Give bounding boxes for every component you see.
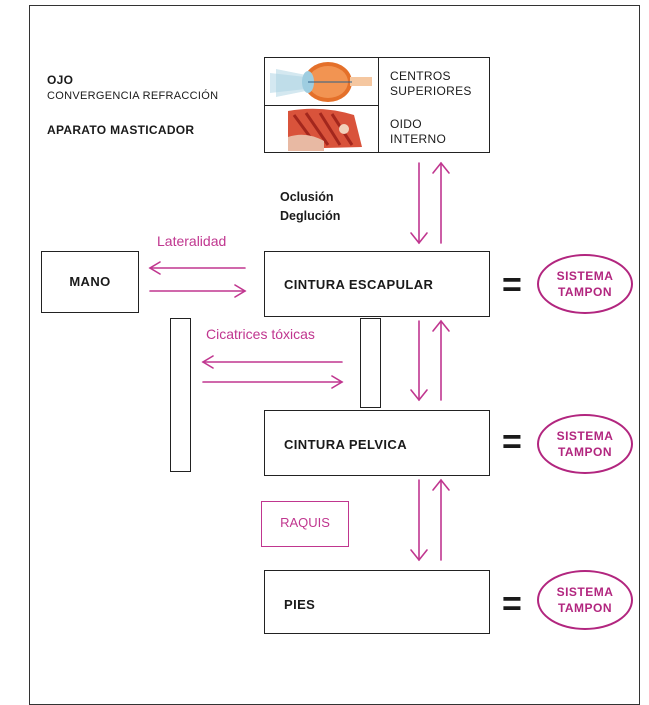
oido-interno-label: OIDO INTERNO: [390, 117, 446, 147]
arrow-up-bottom: [432, 478, 450, 561]
raquis-label: RAQUIS: [280, 515, 330, 530]
centros-superiores-label: CENTROS SUPERIORES: [390, 69, 472, 99]
eye-illustration: [266, 59, 377, 104]
oido-line2: INTERNO: [390, 132, 447, 146]
mano-box: [41, 251, 139, 313]
centros-line2: SUPERIORES: [390, 84, 472, 98]
arrow-down-middle: [410, 320, 428, 402]
cintura-pelvica-label: CINTURA PELVICA: [284, 437, 407, 452]
equals-sign-escapular: =: [502, 266, 522, 304]
right-vertical-bar: [360, 318, 381, 408]
tampon-line2: TAMPON: [557, 445, 613, 459]
pies-label: PIES: [284, 597, 316, 612]
sistema-line1: SISTEMA: [556, 429, 614, 443]
raquis-box: [261, 501, 349, 547]
arrow-left-cicatrices: [201, 355, 343, 369]
mano-label: MANO: [69, 274, 111, 289]
aparato-masticador-label: APARATO MASTICADOR: [47, 123, 195, 137]
sistema-line1: SISTEMA: [556, 269, 614, 283]
equals-sign-pies: =: [502, 585, 522, 623]
cintura-escapular-box: [264, 251, 490, 317]
cicatrices-label: Cicatrices tóxicas: [206, 326, 315, 342]
top-box-divider-horizontal: [264, 105, 378, 107]
arrow-down-bottom: [410, 479, 428, 562]
sistema-tampon-badge-pies: SISTEMA TAMPON: [537, 570, 633, 630]
arrow-down-top: [410, 162, 428, 245]
arrow-right-lateralidad: [149, 284, 247, 298]
oclusion-label: Oclusión Deglución: [280, 188, 340, 226]
oclusion-line1: Oclusión: [280, 190, 334, 204]
cintura-pelvica-box: [264, 410, 490, 476]
ojo-title: OJO: [47, 73, 74, 87]
arrow-up-middle: [432, 319, 450, 401]
tampon-line2: TAMPON: [557, 285, 613, 299]
jaw-muscle-illustration: [266, 107, 377, 152]
tampon-line2: TAMPON: [557, 601, 613, 615]
arrow-left-lateralidad: [148, 261, 246, 275]
arrow-right-cicatrices: [202, 375, 344, 389]
equals-sign-pelvica: =: [502, 423, 522, 461]
left-vertical-bar: [170, 318, 191, 472]
arrows-layer: [148, 161, 450, 562]
arrow-up-top: [432, 161, 450, 244]
ojo-subtitle: CONVERGENCIA REFRACCIÓN: [47, 90, 219, 102]
lateralidad-label: Lateralidad: [157, 233, 227, 249]
cintura-escapular-label: CINTURA ESCAPULAR: [284, 277, 434, 292]
oclusion-line2: Deglución: [280, 209, 341, 223]
sistema-tampon-badge-escapular: SISTEMA TAMPON: [537, 254, 633, 314]
sistema-line1: SISTEMA: [556, 585, 614, 599]
sistema-tampon-badge-pelvica: SISTEMA TAMPON: [537, 414, 633, 474]
centros-line1: CENTROS: [390, 69, 451, 83]
top-box-divider-vertical: [378, 57, 380, 153]
oido-line1: OIDO: [390, 117, 422, 131]
pies-box: [264, 570, 490, 634]
